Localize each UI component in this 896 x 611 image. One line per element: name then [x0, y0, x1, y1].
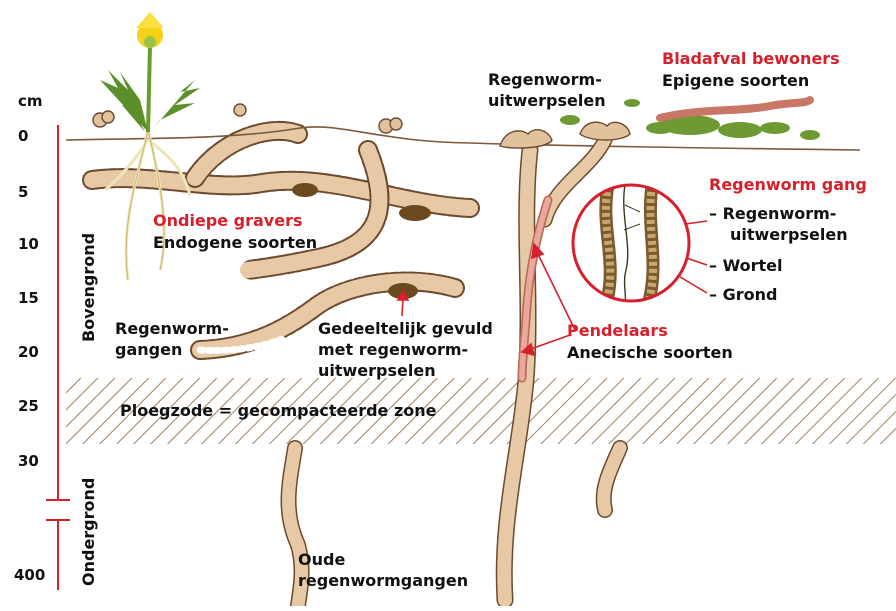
label-castings-top-2: uitwerpselen — [488, 91, 606, 110]
depth-tick-20: 20 — [18, 343, 39, 361]
inset-title: Regenworm gang — [709, 175, 867, 194]
depth-tick-5: 5 — [18, 183, 28, 201]
label-bladafval-sub: Epigene soorten — [662, 71, 809, 90]
label-shallow-title: Ondiepe gravers — [153, 211, 303, 230]
burrow-casting-1 — [292, 183, 318, 197]
label-burrows-1: Regenworm- — [115, 319, 229, 338]
depth-tick-400: 400 — [14, 566, 45, 584]
depth-tick-10: 10 — [18, 235, 39, 253]
label-plough-zone: Ploegzode = gecompacteerde zone — [120, 401, 437, 420]
epigeic-worm — [660, 100, 810, 118]
label-pendelaars-title: Pendelaars — [567, 321, 668, 340]
depth-tick-15: 15 — [18, 289, 39, 307]
label-old-2: regenwormgangen — [298, 571, 468, 590]
burrow-casting-2 — [399, 205, 431, 221]
inset-item-castings-2: uitwerpselen — [730, 225, 848, 244]
label-pendelaars-sub: Anecische soorten — [567, 343, 733, 362]
depth-tick-0: 0 — [18, 127, 28, 145]
depth-tick-30: 30 — [18, 452, 39, 470]
zone-topsoil: Bovengrond — [79, 233, 98, 342]
burrow-inset — [573, 185, 689, 305]
depth-tick-25: 25 — [18, 397, 39, 415]
label-old-1: Oude — [298, 550, 345, 569]
label-burrows-2: gangen — [115, 340, 182, 359]
label-bladafval-title: Bladafval bewoners — [662, 49, 840, 68]
depth-unit: cm — [18, 92, 43, 110]
inset-item-root: – Wortel — [709, 256, 783, 275]
inset-item-soil: – Grond — [709, 285, 777, 304]
label-castings-top-1: Regenworm- — [488, 70, 602, 89]
zone-subsoil: Ondergrond — [79, 478, 98, 586]
label-filled-1: Gedeeltelijk gevuld — [318, 319, 493, 338]
inset-item-castings-1: – Regenworm- — [709, 204, 836, 223]
label-filled-3: uitwerpselen — [318, 361, 436, 380]
label-filled-2: met regenworm- — [318, 340, 468, 359]
label-shallow-sub: Endogene soorten — [153, 233, 317, 252]
